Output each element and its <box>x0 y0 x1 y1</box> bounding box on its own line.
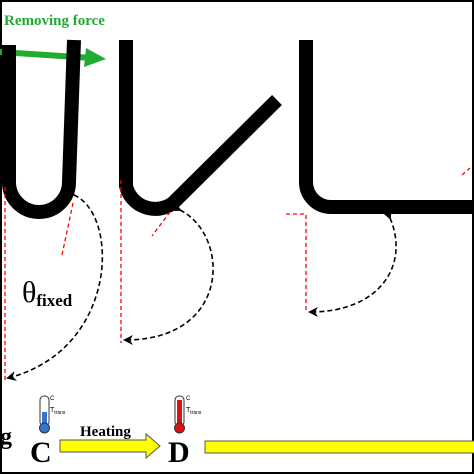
stage-label-partial: g <box>0 424 12 450</box>
angle-arc-1 <box>6 187 104 381</box>
specimen-l-shape <box>299 40 474 214</box>
svg-text:C: C <box>50 396 55 402</box>
svg-text:Ttrans: Ttrans <box>50 407 66 416</box>
process-bar <box>204 440 474 454</box>
angle-arc-3 <box>308 208 397 317</box>
thermometer-hot-icon: C Ttrans <box>174 395 202 434</box>
angle-arcs <box>6 187 397 381</box>
thermometer-cold-icon: C Ttrans <box>39 395 66 434</box>
svg-text:Ttrans: Ttrans <box>186 407 202 416</box>
specimen-u-shape <box>2 39 81 219</box>
angle-arc-2 <box>123 201 214 345</box>
removing-force-label: Removing force <box>4 13 105 29</box>
theta-fixed-label: θfixed <box>22 276 73 310</box>
stage-d-label: D <box>168 436 190 469</box>
stage-c-label: C <box>30 436 52 469</box>
heating-arrow <box>59 432 161 460</box>
specimen-v-shape <box>119 40 282 216</box>
svg-text:C: C <box>186 396 191 402</box>
heating-label: Heating <box>80 424 131 440</box>
